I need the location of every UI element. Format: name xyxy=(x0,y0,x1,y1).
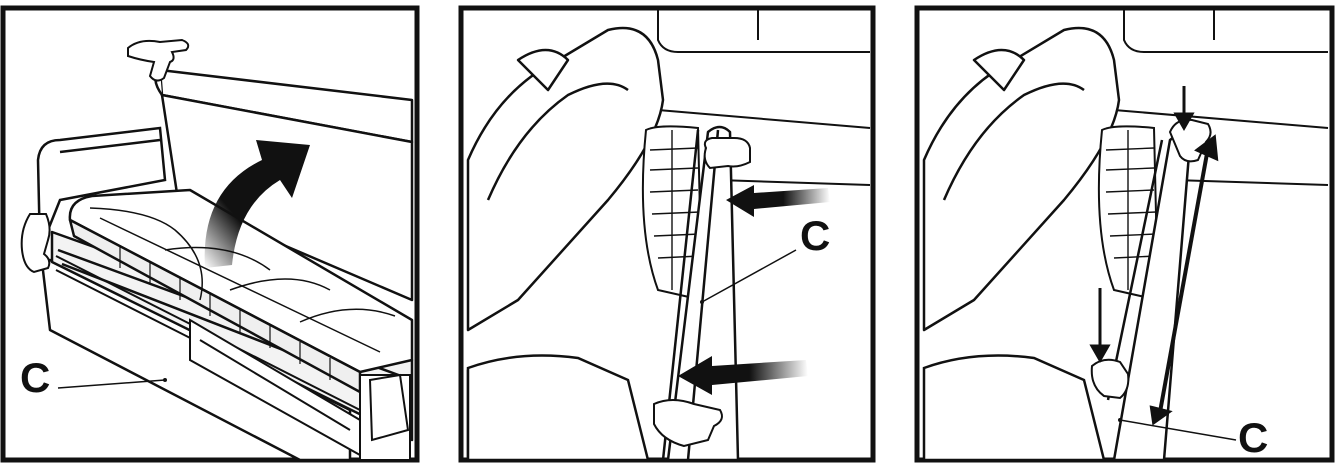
callout-label-3: C xyxy=(1238,414,1268,461)
callout-label-1: C xyxy=(20,354,50,401)
hand-upper-icon xyxy=(705,138,750,168)
panel-1-illustration: C xyxy=(0,0,420,463)
panel-step-3: C xyxy=(914,0,1336,463)
panel-step-2: C xyxy=(458,0,878,463)
panel-2-illustration: C xyxy=(458,0,878,463)
panel-3-illustration: C xyxy=(914,0,1336,463)
panel-step-1: C xyxy=(0,0,420,463)
callout-label-2: C xyxy=(800,212,830,259)
hand-left-icon xyxy=(22,214,50,272)
